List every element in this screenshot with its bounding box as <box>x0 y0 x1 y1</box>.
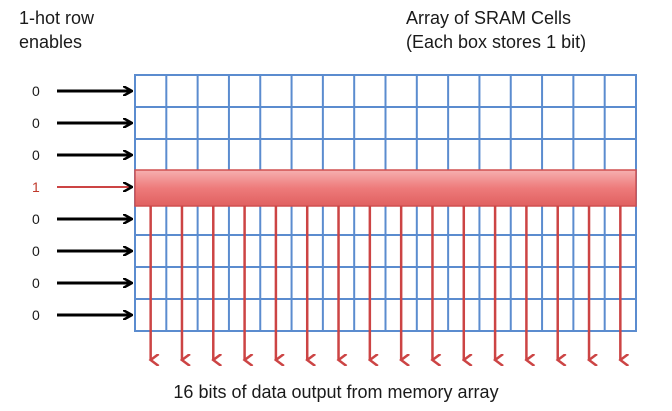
row-enable-value: 0 <box>32 211 40 227</box>
output-caption: 16 bits of data output from memory array <box>173 382 499 402</box>
row-enable-value: 0 <box>32 243 40 259</box>
array-title-line2: (Each box stores 1 bit) <box>406 32 587 52</box>
row-enables-label: 1-hot row enables <box>19 6 94 54</box>
row-enable-value: 0 <box>32 275 40 291</box>
output-arrows <box>151 206 621 360</box>
row-enable-value: 0 <box>32 307 40 323</box>
active-row-highlight <box>134 169 637 207</box>
active-row-bar <box>134 169 637 207</box>
row-enable-value: 0 <box>32 115 40 131</box>
row-enable-value: 0 <box>32 147 40 163</box>
row-enable-arrows <box>57 91 131 315</box>
array-title-line1: Array of SRAM Cells <box>406 8 572 28</box>
array-title: Array of SRAM Cells (Each box stores 1 b… <box>406 6 586 54</box>
row-enables-label-line1: 1-hot row <box>19 8 95 28</box>
row-enable-value: 0 <box>32 83 40 99</box>
row-enables-label-line2: enables <box>19 32 83 52</box>
row-enable-values: 0 0 0 1 0 0 0 0 <box>32 83 40 323</box>
row-enable-value: 1 <box>32 179 40 195</box>
